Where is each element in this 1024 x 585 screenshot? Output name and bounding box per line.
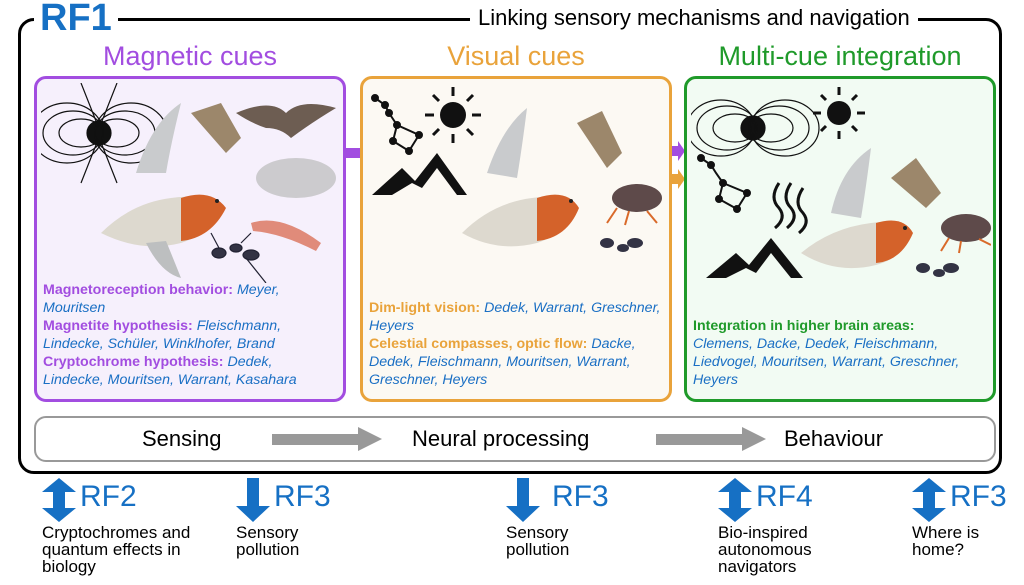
beetle-illustration (606, 184, 662, 226)
moth-illustration (891, 158, 941, 208)
robin-illustration (801, 148, 913, 269)
bidirectional-arrow-icon (912, 478, 946, 522)
reference-entry: Integration in higher brain areas:Clemen… (693, 318, 960, 388)
panel-visual-cues: Dim-light vision: Dedek, Warrant, Gresch… (360, 76, 672, 402)
ant-illustration (916, 263, 959, 277)
panel-magnetic-cues: Magnetoreception behavior: Meyer, Mourit… (34, 76, 346, 402)
visual-illustrations (371, 87, 662, 252)
robin-illustration (101, 103, 226, 278)
bat-illustration (236, 104, 336, 138)
constellation-icon (371, 94, 423, 155)
moth-illustration (191, 103, 241, 153)
ant-illustration (210, 232, 267, 283)
magnetic-illustrations (41, 83, 336, 283)
sun-icon (425, 87, 481, 143)
reference-entry: Magnetoreception behavior: Meyer, Mourit… (43, 282, 280, 316)
reference-entry: Magnetite hypothesis: Fleischmann, Linde… (43, 318, 282, 352)
magnetic-field-earth-icon (691, 99, 820, 157)
process-arrow-icon (272, 427, 382, 451)
rf1-label: RF1 (34, 0, 118, 40)
panel-title-magnetic: Magnetic cues (102, 41, 278, 71)
panel-title-integration: Multi-cue integration (718, 41, 962, 71)
magnetic-references: Magnetoreception behavior: Meyer, Mourit… (43, 281, 337, 389)
down-arrow-icon (236, 478, 270, 522)
moth-illustration (577, 111, 622, 168)
bidirectional-arrow-icon (42, 478, 76, 522)
integration-illustrations (691, 87, 991, 278)
visual-arrow-icon (668, 169, 685, 189)
magnetic-connector (344, 148, 362, 158)
robin-illustration (462, 108, 579, 247)
process-bar (34, 416, 996, 462)
ant-illustration (600, 238, 643, 252)
sun-icon (813, 87, 865, 139)
reference-entry: Celestial compasses, optic flow: Dacke, … (369, 336, 636, 388)
visual-references: Dim-light vision: Dedek, Warrant, Gresch… (369, 299, 663, 389)
reference-entry: Dim-light vision: Dedek, Warrant, Gresch… (369, 300, 661, 334)
magnetite-sample (256, 158, 336, 198)
process-arrow-icon (656, 427, 766, 451)
panel-multi-cue-integration: Integration in higher brain areas:Clemen… (684, 76, 996, 402)
constellation-icon (697, 154, 751, 213)
panel-title-visual: Visual cues (447, 41, 585, 71)
reference-entry: Cryptochrome hypothesis: Dedek, Lindecke… (43, 354, 297, 388)
odor-icon (772, 182, 808, 235)
title-rule (150, 18, 470, 21)
mountains-icon (706, 238, 803, 278)
krill-illustration (251, 220, 321, 251)
frame-title: Linking sensory mechanisms and navigatio… (470, 4, 918, 32)
integration-references: Integration in higher brain areas:Clemen… (693, 317, 987, 389)
beetle-illustration (940, 214, 991, 254)
process-step-behaviour: Behaviour (784, 426, 884, 451)
down-arrow-icon (506, 478, 540, 522)
process-step-neural-processing: Neural processing (412, 426, 590, 451)
connector-arrows (668, 141, 685, 189)
process-step-sensing: Sensing (142, 426, 222, 451)
bidirectional-arrow-icon (718, 478, 752, 522)
mountains-icon (372, 153, 467, 195)
magnetic-arrow-icon (668, 141, 685, 161)
